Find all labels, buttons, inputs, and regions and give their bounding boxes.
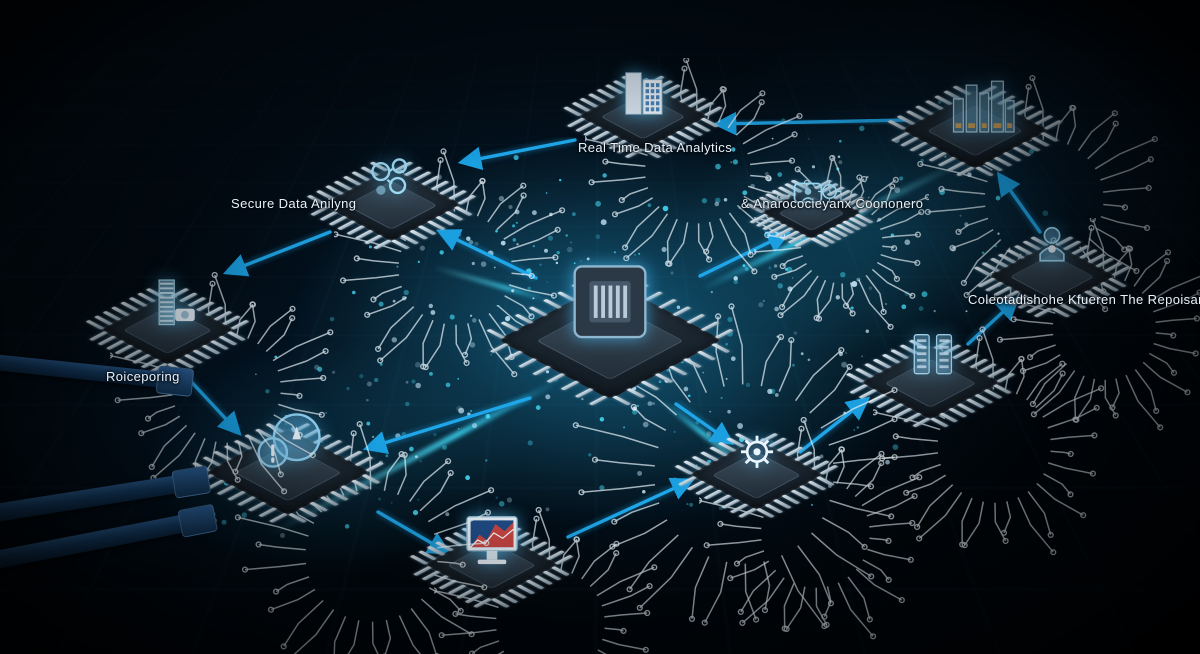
node-reporting[interactable] (52, 214, 334, 495)
chip-substrate (486, 276, 734, 406)
rj45-connector (171, 465, 212, 499)
node-label-reporting: Roiceporing (106, 369, 180, 384)
node-label-advanced-analytics-platform: & Anarococieyanx Coononero (741, 196, 924, 211)
chip-substrate (410, 523, 574, 609)
chip-substrate (846, 340, 1016, 428)
node-label-secure-data-analysis: Secure Data Anilyng (231, 196, 357, 211)
chip-substrate (887, 85, 1063, 177)
chip-substrate (86, 288, 250, 374)
node-label-real-time-data-analytics: Real Time Data Analytics (578, 140, 733, 155)
node-label-collaborative-user-exchange: Coleotadishohe Kfueren The Repoisange (968, 292, 1200, 307)
